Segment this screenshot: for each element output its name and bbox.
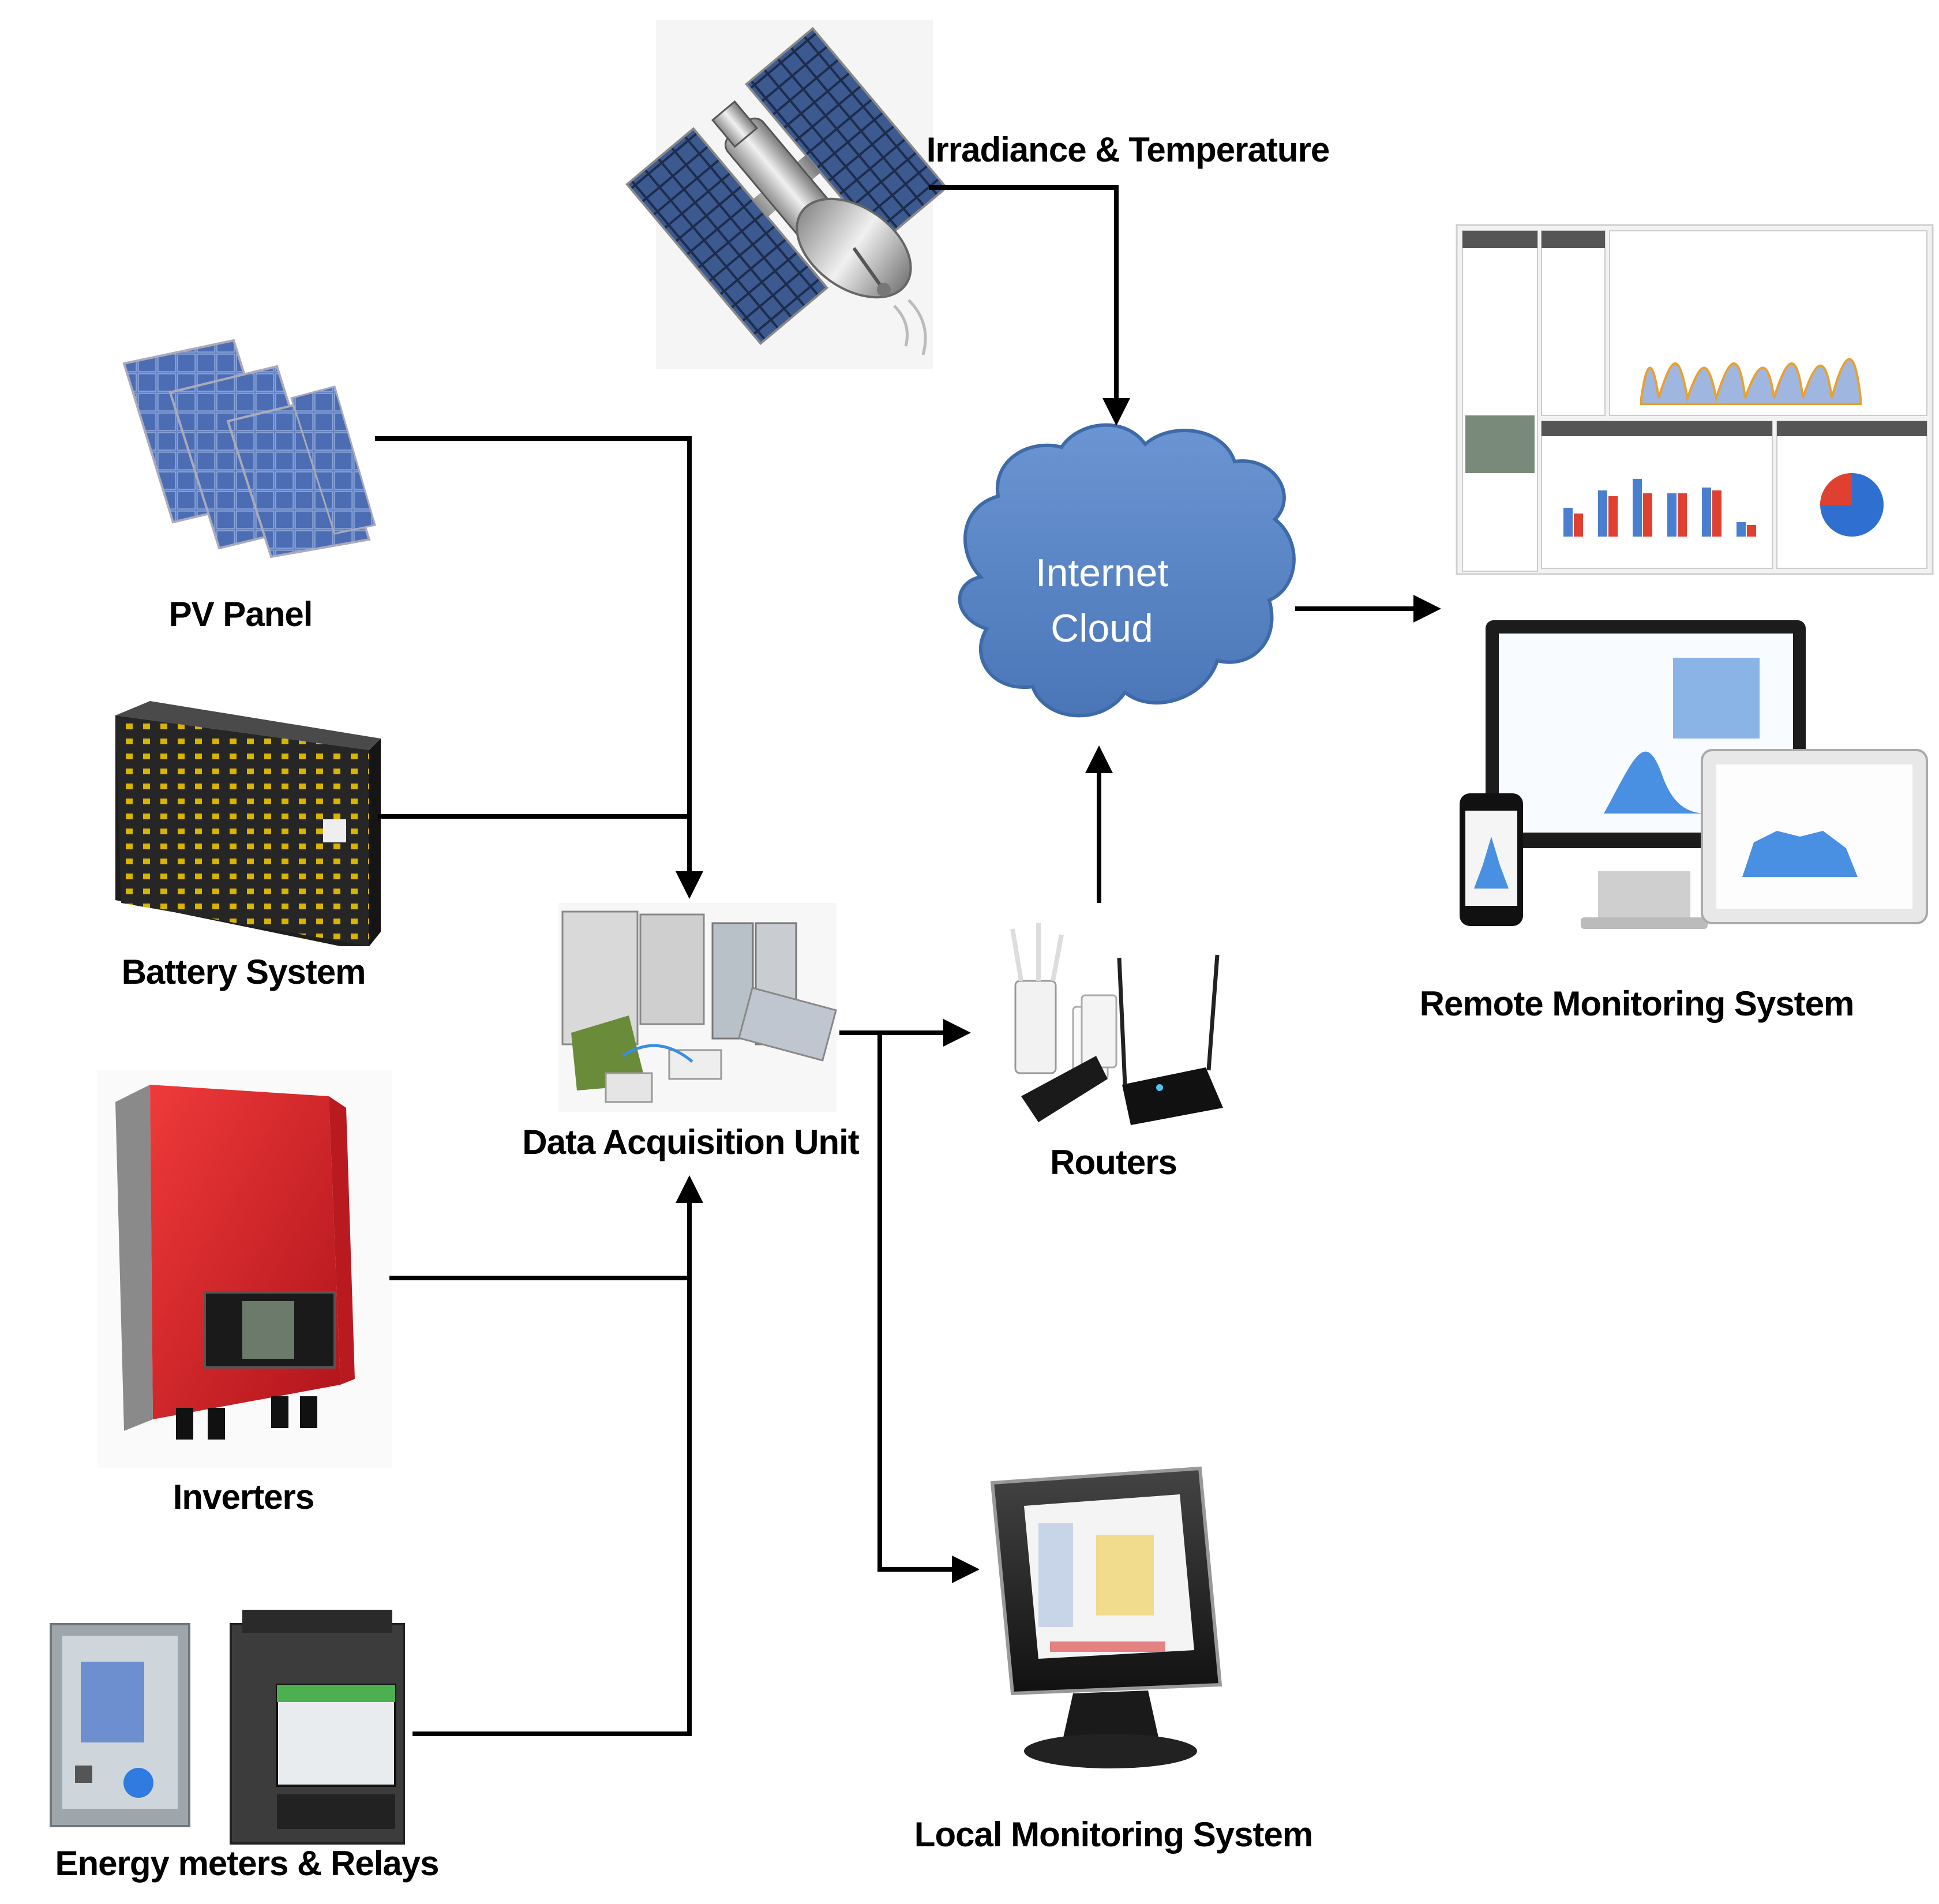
battery-system-image bbox=[115, 701, 381, 946]
label-inverters: Inverters bbox=[172, 1478, 314, 1516]
data-acquisition-unit-image bbox=[558, 903, 837, 1112]
label-routers: Routers bbox=[1050, 1143, 1177, 1182]
connector-meters-to-daq bbox=[412, 1175, 703, 1736]
cloud-label: Internet Cloud bbox=[1036, 545, 1169, 656]
label-data-acquisition-unit: Data Acquisition Unit bbox=[522, 1123, 859, 1161]
pv-panel-image bbox=[122, 339, 376, 559]
label-local-monitoring-system: Local Monitoring System bbox=[914, 1815, 1313, 1854]
local-monitoring-image bbox=[990, 1466, 1222, 1768]
connector-daq-to-local bbox=[877, 1033, 980, 1583]
remote-devices-image bbox=[1460, 620, 1928, 929]
routers-image bbox=[1010, 923, 1223, 1125]
label-energy-meters-relays: Energy meters & Relays bbox=[55, 1844, 439, 1883]
label-irradiance-temperature: Irradiance & Temperature bbox=[926, 130, 1330, 169]
connector-pv-to-daq bbox=[375, 436, 703, 899]
connector-satellite-to-cloud bbox=[929, 185, 1130, 426]
cloud-label-line2: Cloud bbox=[1051, 606, 1153, 650]
cloud-label-line1: Internet bbox=[1035, 551, 1169, 595]
label-battery-system: Battery System bbox=[121, 953, 366, 991]
inverter-image bbox=[97, 1070, 392, 1468]
connectors bbox=[375, 185, 1441, 1736]
remote-dashboard-screenshot bbox=[1456, 224, 1934, 575]
energy-meters-relays-image bbox=[50, 1610, 405, 1845]
label-remote-monitoring-system: Remote Monitoring System bbox=[1419, 984, 1855, 1023]
satellite-image bbox=[625, 20, 948, 369]
internet-cloud-shape bbox=[958, 423, 1296, 718]
label-pv-panel: PV Panel bbox=[168, 595, 313, 634]
